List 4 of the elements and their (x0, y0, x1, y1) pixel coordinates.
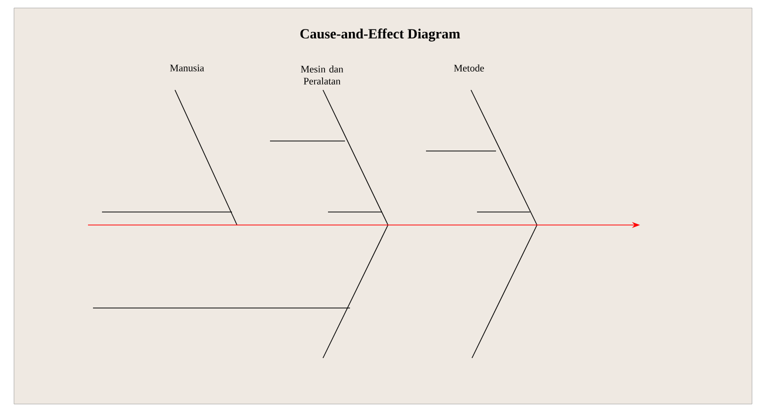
category-label: Metode (454, 64, 484, 72)
category-label: Mesin dan Peralatan (300, 65, 344, 85)
title: Cause-and-Effect Diagram (300, 28, 460, 42)
category-label: Manusia (170, 64, 204, 72)
